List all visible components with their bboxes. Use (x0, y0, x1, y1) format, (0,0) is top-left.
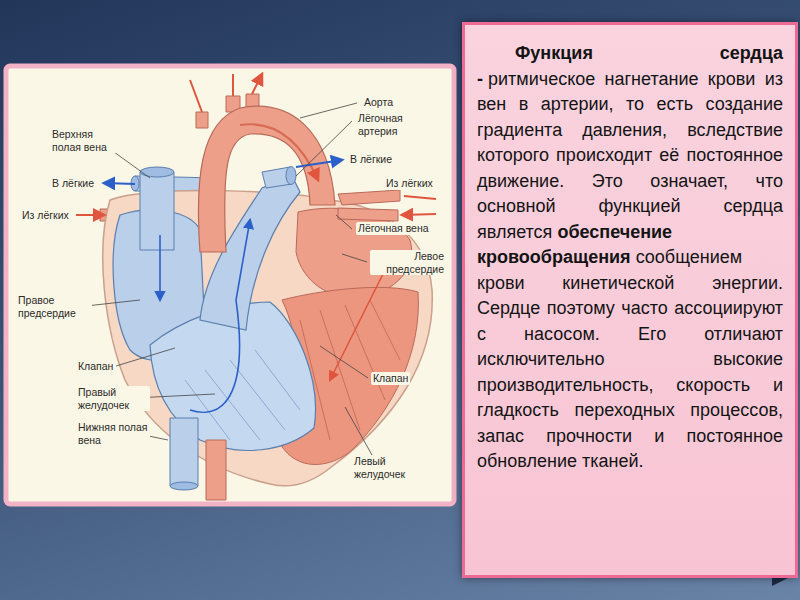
panel-paragraph: Функция сердца -ритмическое нагнетание к… (477, 41, 783, 475)
flow-arrow (296, 160, 342, 167)
vessel-opening (170, 482, 198, 490)
part-label: Левый желудочек (352, 455, 426, 480)
flow-arrow (159, 235, 161, 300)
part-label: Верхняя полая вена (50, 128, 118, 153)
part-label: Нижняя полая вена (76, 421, 150, 446)
part-label: Клапан (76, 360, 115, 373)
flow-arrow (190, 220, 250, 412)
flow-arrow (190, 74, 262, 112)
part-label: В лёгкие (348, 153, 394, 166)
part-label: В лёгкие (50, 177, 96, 190)
part-label: Правое предсердие (16, 294, 92, 319)
descending-aorta (206, 440, 226, 500)
body-text: ритмическое нагнетание крови из вен в ар… (477, 69, 783, 242)
vessel-opening (140, 167, 174, 177)
flow-arrow (240, 124, 318, 180)
superior-vena-cava (140, 172, 174, 250)
body-text: сообщением крови кинетической энергии. С… (477, 247, 783, 471)
inferior-vena-cava (170, 418, 198, 486)
aorta (198, 106, 335, 252)
part-label: Из лёгких (20, 209, 71, 222)
part-label: Клапан (371, 372, 410, 385)
pulmonary-veins-right (338, 190, 400, 221)
flow-arrow (402, 196, 436, 215)
flow-arrow (104, 183, 135, 184)
part-label: Лёгочная артерия (356, 112, 420, 137)
figure-panel (6, 66, 454, 504)
part-label: Аорта (362, 96, 395, 109)
part-label: Правый желудочек (76, 386, 150, 411)
flow-arrow (330, 260, 390, 380)
text-panel: Функция сердца -ритмическое нагнетание к… (462, 22, 798, 578)
vessel-opening (286, 167, 296, 185)
part-label: Лёгочная вена (356, 222, 431, 235)
flow-arrow (76, 214, 104, 216)
part-label: Левое предсердие (370, 250, 446, 275)
part-label: Из лёгких (384, 177, 435, 190)
